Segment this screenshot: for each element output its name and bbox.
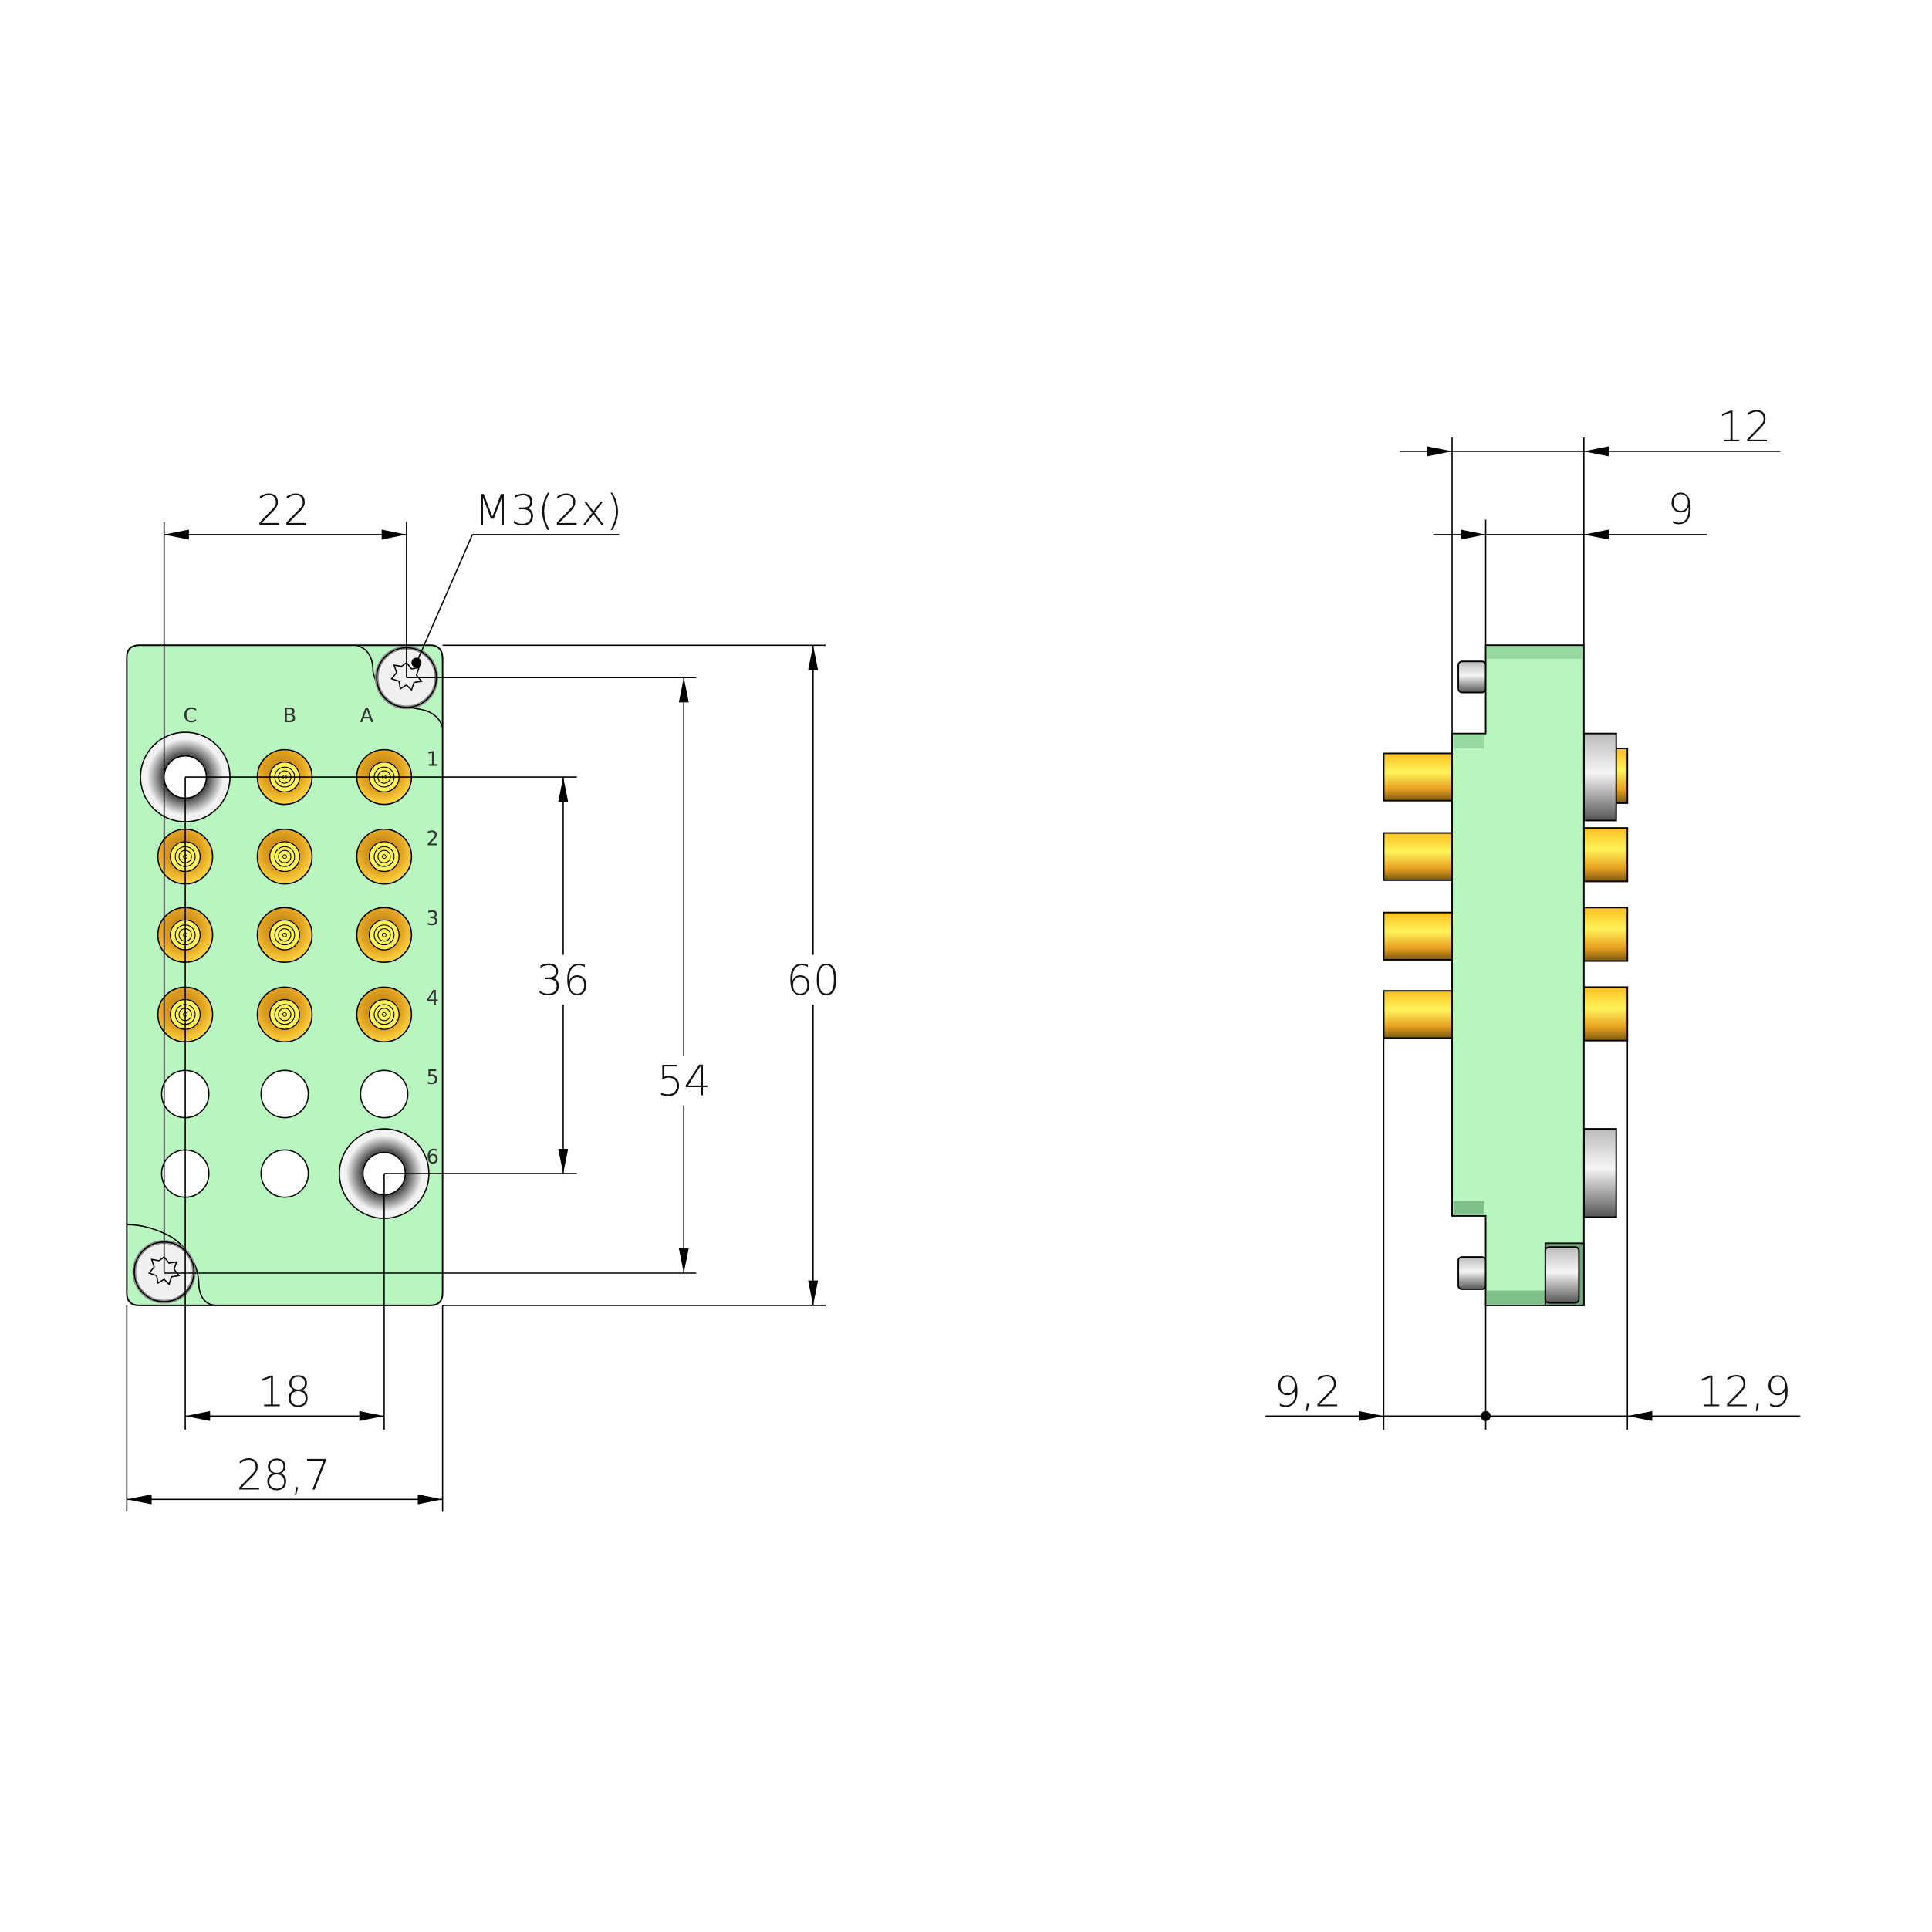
contact-pin-front — [1582, 907, 1629, 962]
connector-body-side — [1451, 644, 1585, 1306]
side-view: 12 9 9,2 12,9 — [1265, 402, 1801, 1430]
row-label-4: 4 — [427, 987, 439, 1010]
row-label-6: 6 — [427, 1146, 439, 1169]
screw-stud — [1457, 1256, 1487, 1290]
contact-pin — [356, 986, 413, 1043]
contact-pin-rear — [1383, 752, 1453, 802]
contact-pin-front — [1582, 827, 1629, 883]
dimension-18: 18 — [184, 777, 385, 1430]
svg-text:12: 12 — [1718, 402, 1772, 451]
contact-pin — [256, 986, 313, 1043]
dimension-9-2: 9,2 — [1265, 1038, 1628, 1430]
front-view: C B A 1 2 3 4 5 6 22 M3(2x) 60 — [126, 485, 841, 1512]
guide-sleeve — [1582, 1128, 1617, 1218]
contact-pin-rear — [1383, 832, 1453, 881]
torx-icon — [390, 661, 423, 691]
torx-icon — [148, 1255, 181, 1285]
svg-text:28,7: 28,7 — [236, 1450, 330, 1499]
dimension-22: 22 — [163, 485, 407, 1272]
svg-text:36: 36 — [536, 955, 590, 1005]
svg-text:22: 22 — [257, 485, 311, 535]
guide-sleeve — [1582, 732, 1617, 822]
svg-text:54: 54 — [657, 1056, 711, 1106]
row-label-5: 5 — [427, 1066, 439, 1089]
svg-text:9,2: 9,2 — [1275, 1366, 1342, 1416]
svg-text:M3(2x): M3(2x) — [475, 485, 623, 535]
dimension-28-7: 28,7 — [126, 1305, 444, 1512]
row-label-3: 3 — [427, 907, 439, 931]
contact-pin-rear — [1383, 990, 1453, 1039]
dimension-9: 9 — [1433, 484, 1707, 646]
dimension-36: 36 — [185, 776, 591, 1174]
svg-text:60: 60 — [786, 955, 840, 1005]
column-label-a: A — [360, 704, 374, 728]
contact-pin — [256, 907, 313, 963]
row-label-1: 1 — [427, 748, 439, 772]
empty-cavity — [260, 1069, 309, 1119]
contact-pin-front — [1582, 986, 1629, 1042]
row-label-2: 2 — [427, 828, 439, 851]
dimension-12-9: 12,9 — [1626, 1040, 1801, 1430]
empty-cavity — [360, 1069, 409, 1119]
svg-text:18: 18 — [258, 1366, 312, 1416]
dimension-54: 54 — [164, 677, 711, 1274]
contact-pin — [356, 828, 413, 885]
svg-text:9: 9 — [1667, 484, 1694, 533]
dimension-12: 12 — [1400, 402, 1781, 734]
screw-head-side — [1544, 1246, 1580, 1304]
column-label-b: B — [283, 704, 297, 728]
screw-stud — [1457, 660, 1487, 694]
contact-pin-rear — [1383, 911, 1453, 961]
dimension-m3-callout: M3(2x) — [411, 485, 623, 668]
svg-text:12,9: 12,9 — [1697, 1366, 1792, 1416]
contact-pin — [356, 907, 413, 963]
column-label-c: C — [184, 704, 198, 728]
contact-pin — [256, 828, 313, 885]
empty-cavity — [260, 1149, 309, 1198]
dimension-60: 60 — [442, 644, 841, 1306]
